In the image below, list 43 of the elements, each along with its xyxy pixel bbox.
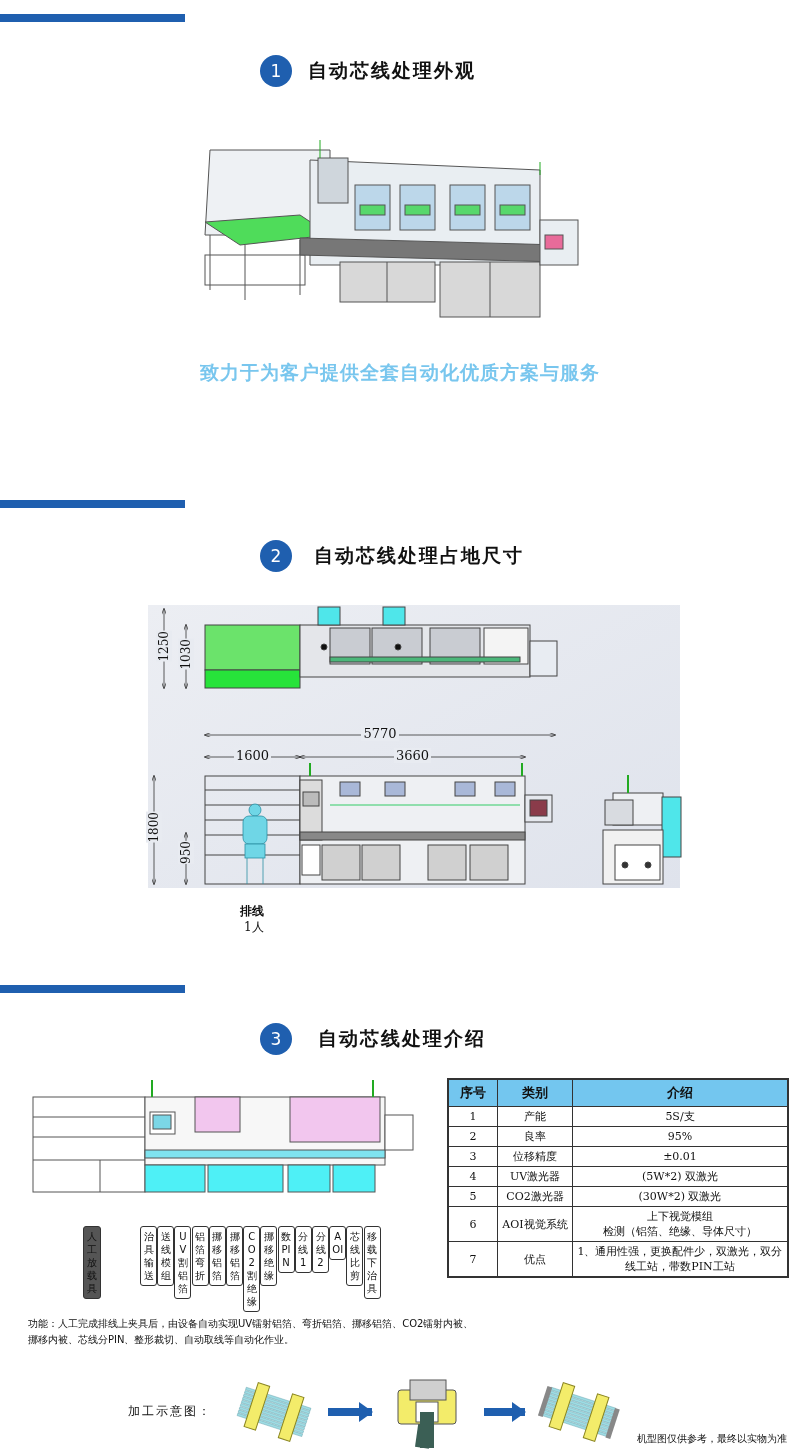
dimension-label: 1250 — [156, 630, 172, 662]
table-cell: UV激光器 — [497, 1166, 573, 1187]
process-step-box: 送线模组 — [157, 1226, 175, 1286]
number-circle: 1 — [260, 55, 292, 87]
table-cell: 位移精度 — [497, 1146, 573, 1167]
slogan: 致力于为客户提供全套自动化优质方案与服务 — [199, 360, 601, 385]
process-step-box: 移载下治具 — [363, 1226, 381, 1299]
caption-text: 1人 — [244, 919, 264, 936]
table-cell: 产能 — [497, 1106, 573, 1127]
caption-text: 加工示意图： — [128, 1403, 212, 1420]
section-title: 自动芯线处理占地尺寸 — [314, 543, 524, 568]
table-cell: 3 — [448, 1146, 498, 1167]
note-text: 机型图仅供参考，最终以实物为准 — [637, 1432, 787, 1446]
process-step-box: 分线2 — [312, 1226, 329, 1273]
process-step-box: AOI — [329, 1226, 347, 1260]
number-circle: 2 — [260, 540, 292, 572]
process-step-box: UV割铝箔 — [174, 1226, 192, 1299]
process-step-box: 治具输送 — [140, 1226, 157, 1286]
description-text: 功能：人工完成排线上夹具后，由设备自动实现UV镭射铝箔、弯折铝箔、挪移铝箔、CO2镭射内被、挪移内被、芯线分PIN、整形裁切、自动取线等自动化作业。 — [28, 1317, 475, 1347]
process-step-box: 铝箔弯折 — [191, 1226, 209, 1286]
table-header-cell: 序号 — [448, 1079, 498, 1107]
table-cell: CO2激光器 — [497, 1186, 573, 1207]
ribbon-cable-picture — [541, 1383, 617, 1441]
section-title: 自动芯线处理介绍 — [318, 1026, 486, 1051]
table-cell: AOI视觉系统 — [497, 1206, 573, 1242]
process-step-box: 数PIN — [277, 1226, 295, 1273]
table-cell: 5 — [448, 1186, 498, 1207]
table-header-cell: 介绍 — [572, 1079, 788, 1107]
process-step-box: 分线1 — [294, 1226, 312, 1273]
table-header-cell: 类别 — [497, 1079, 573, 1107]
table-cell: 6 — [448, 1206, 498, 1242]
caption-text: 排线 — [240, 903, 264, 920]
table-cell: 良率 — [497, 1126, 573, 1147]
ribbon-cable-picture — [236, 1383, 312, 1441]
table-cell: 1 — [448, 1106, 498, 1127]
table-cell: 2 — [448, 1126, 498, 1147]
process-step-box: CO2割绝缘 — [243, 1226, 261, 1312]
process-step-box: 挪移铝箔 — [226, 1226, 243, 1286]
process-step-box: 挪移绝缘 — [260, 1226, 278, 1286]
number-circle: 3 — [260, 1023, 292, 1055]
table-cell: 4 — [448, 1166, 498, 1187]
section-title: 自动芯线处理外观 — [308, 58, 476, 83]
process-step-box: 芯线比剪 — [346, 1226, 364, 1286]
